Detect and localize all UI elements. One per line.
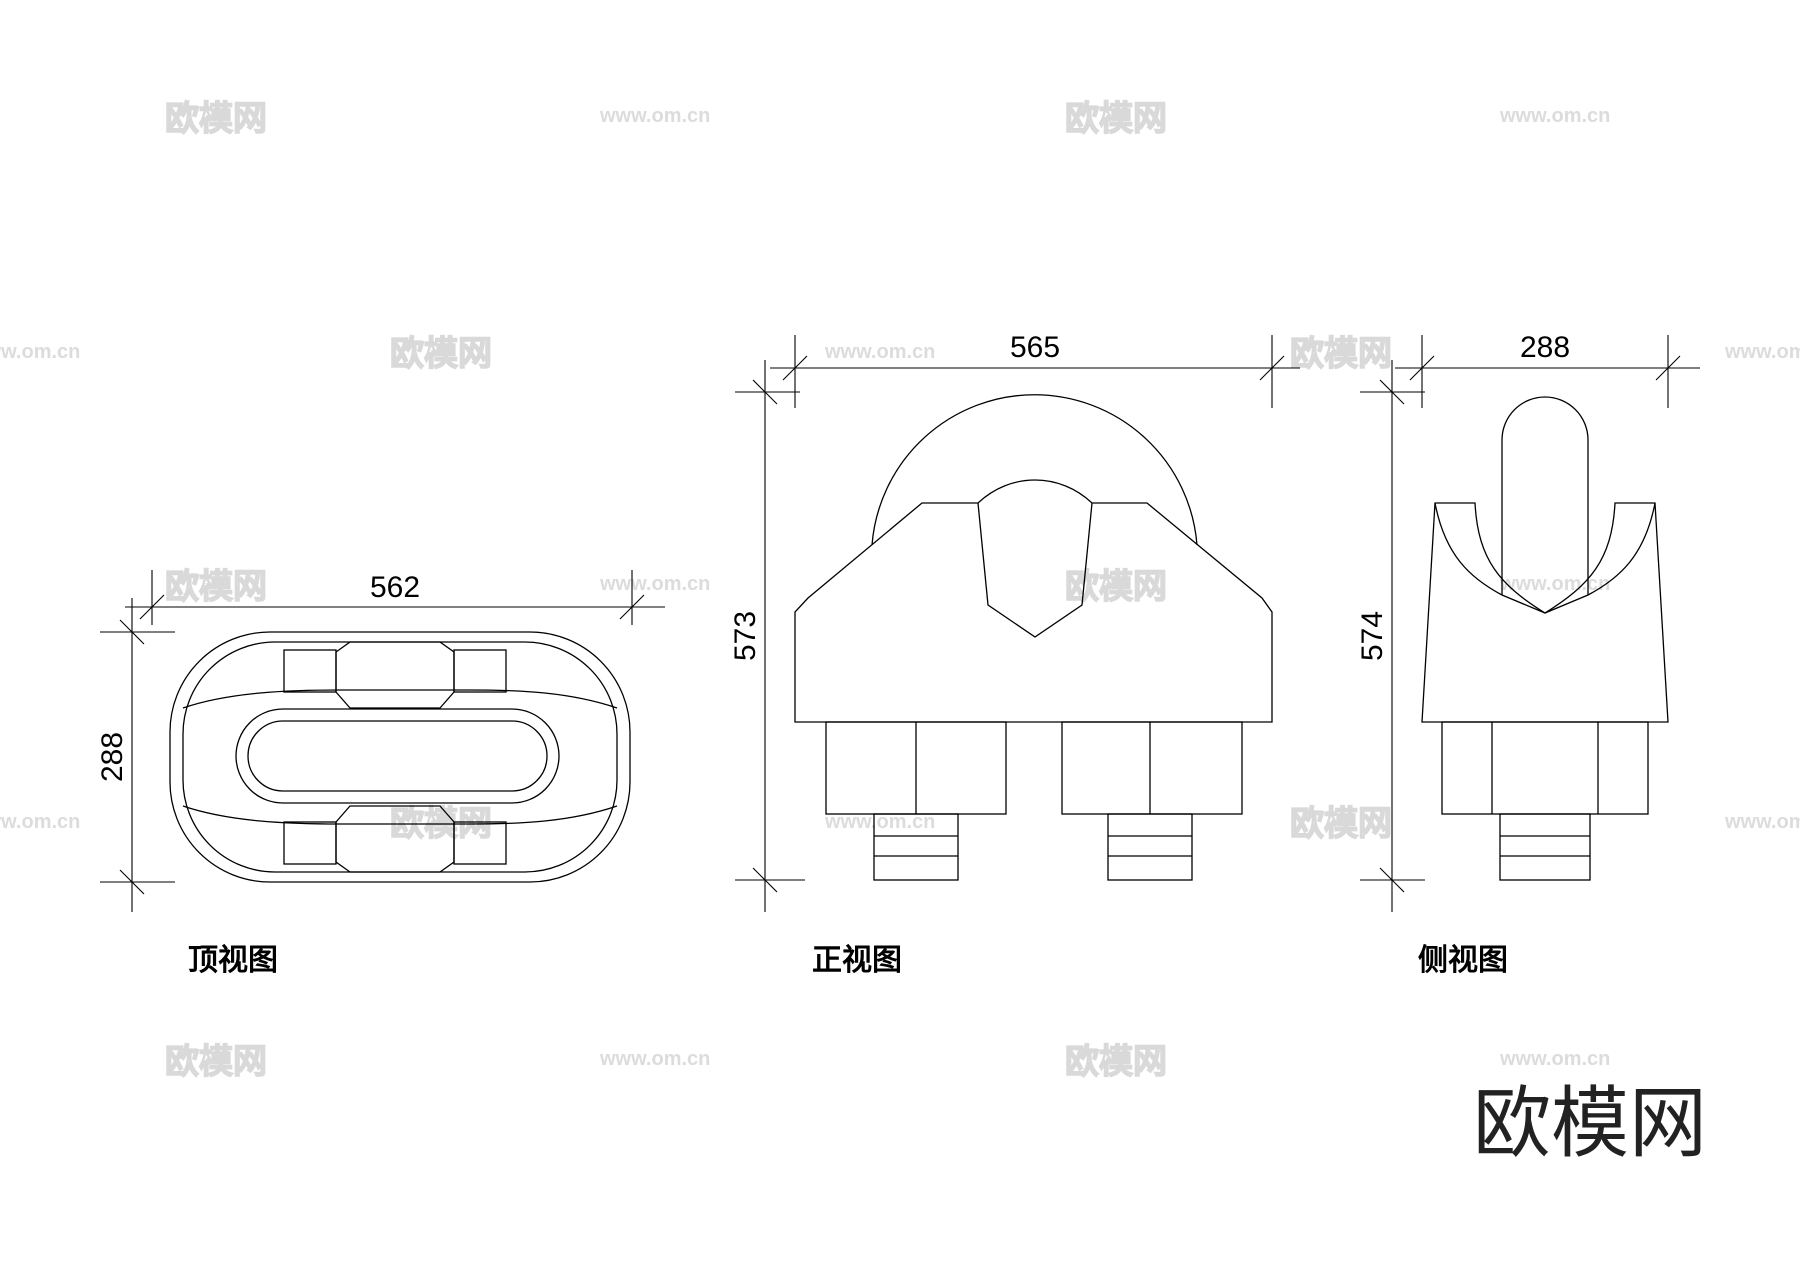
watermark-url: www.om.cn [824,811,935,833]
watermark-brand: 欧模网 [390,334,492,374]
side-view-saddle-inner [1434,502,1656,614]
watermark-url: www.om.cn [1724,811,1800,833]
side-view-nut [1441,721,1649,815]
side-view-bolt [1501,396,1589,595]
watermark-brand: 欧模网 [1290,804,1392,844]
top-view-bridge-bottom [335,805,455,873]
top-view-inner-slot [235,708,560,804]
front-view-ubolt-arc [871,394,1198,546]
brand-logo: 欧模网 [1473,1079,1707,1169]
watermark-url: www.om.cn [0,341,80,363]
watermark-brand: 欧模网 [1065,99,1167,139]
front-view-thread-right [1107,813,1193,881]
front-view-saddle-body [794,479,1273,723]
top-view-inner-slot-rim [247,720,548,792]
watermark-url: www.om.cn [1499,105,1610,127]
watermark-brand: 欧模网 [165,1042,267,1082]
top-view-height-dimension: 288 [96,598,175,912]
watermark-url: www.om.cn [824,341,935,363]
top-view-nut-left-bottom [283,821,337,865]
side-view-caption: 侧视图 [1418,943,1508,978]
side-view-thread [1499,813,1591,881]
front-view-nut-right [1061,721,1243,815]
watermark-url: www.om.cn [0,811,80,833]
top-view-nut-left-top [283,649,337,693]
watermark-brand: 欧模网 [1065,1042,1167,1082]
top-view-bridge-top [335,641,455,709]
watermark-url: www.om.cn [1724,341,1800,363]
top-view-width-label: 562 [370,571,420,604]
top-view-saddle-top [182,689,618,709]
side-view-width-label: 288 [1520,331,1570,364]
front-view-thread-left [873,813,959,881]
top-view: 562 288 顶视图 [96,570,665,978]
watermark-url: www.om.cn [1499,1048,1610,1070]
top-view-caption: 顶视图 [188,943,278,978]
top-view-outer-rim [182,641,618,873]
top-view-nut-right-top [453,649,507,693]
top-view-saddle-bottom [182,805,618,825]
front-view: 565 573 正视图 [729,331,1300,978]
watermark-brand: 欧模网 [165,567,267,607]
side-view: 288 574 侧视图 [1356,331,1700,978]
watermark-url: www.om.cn [599,573,710,595]
side-view-height-label: 574 [1356,611,1389,661]
top-view-outer-body [169,631,631,883]
watermark-url: www.om.cn [599,1048,710,1070]
watermark-brand: 欧模网 [165,99,267,139]
top-view-height-label: 288 [96,732,129,782]
front-view-caption: 正视图 [812,943,902,978]
front-view-width-dimension: 565 [770,331,1300,408]
front-view-height-dimension: 573 [729,360,805,912]
side-view-height-dimension: 574 [1356,360,1425,912]
top-view-width-dimension: 562 [125,570,665,625]
watermark-url: www.om.cn [1499,573,1610,595]
side-view-width-dimension: 288 [1395,331,1700,408]
watermark-brand: 欧模网 [1065,567,1167,607]
watermark-brand: 欧模网 [1290,334,1392,374]
front-view-v-notch [977,502,1093,638]
front-view-height-label: 573 [729,611,762,661]
watermark-layer: 欧模网 www.om.cn 欧模网 www.om.cn www.om.cn 欧模… [0,98,1800,1082]
watermark-url: www.om.cn [599,105,710,127]
front-view-width-label: 565 [1010,331,1060,364]
